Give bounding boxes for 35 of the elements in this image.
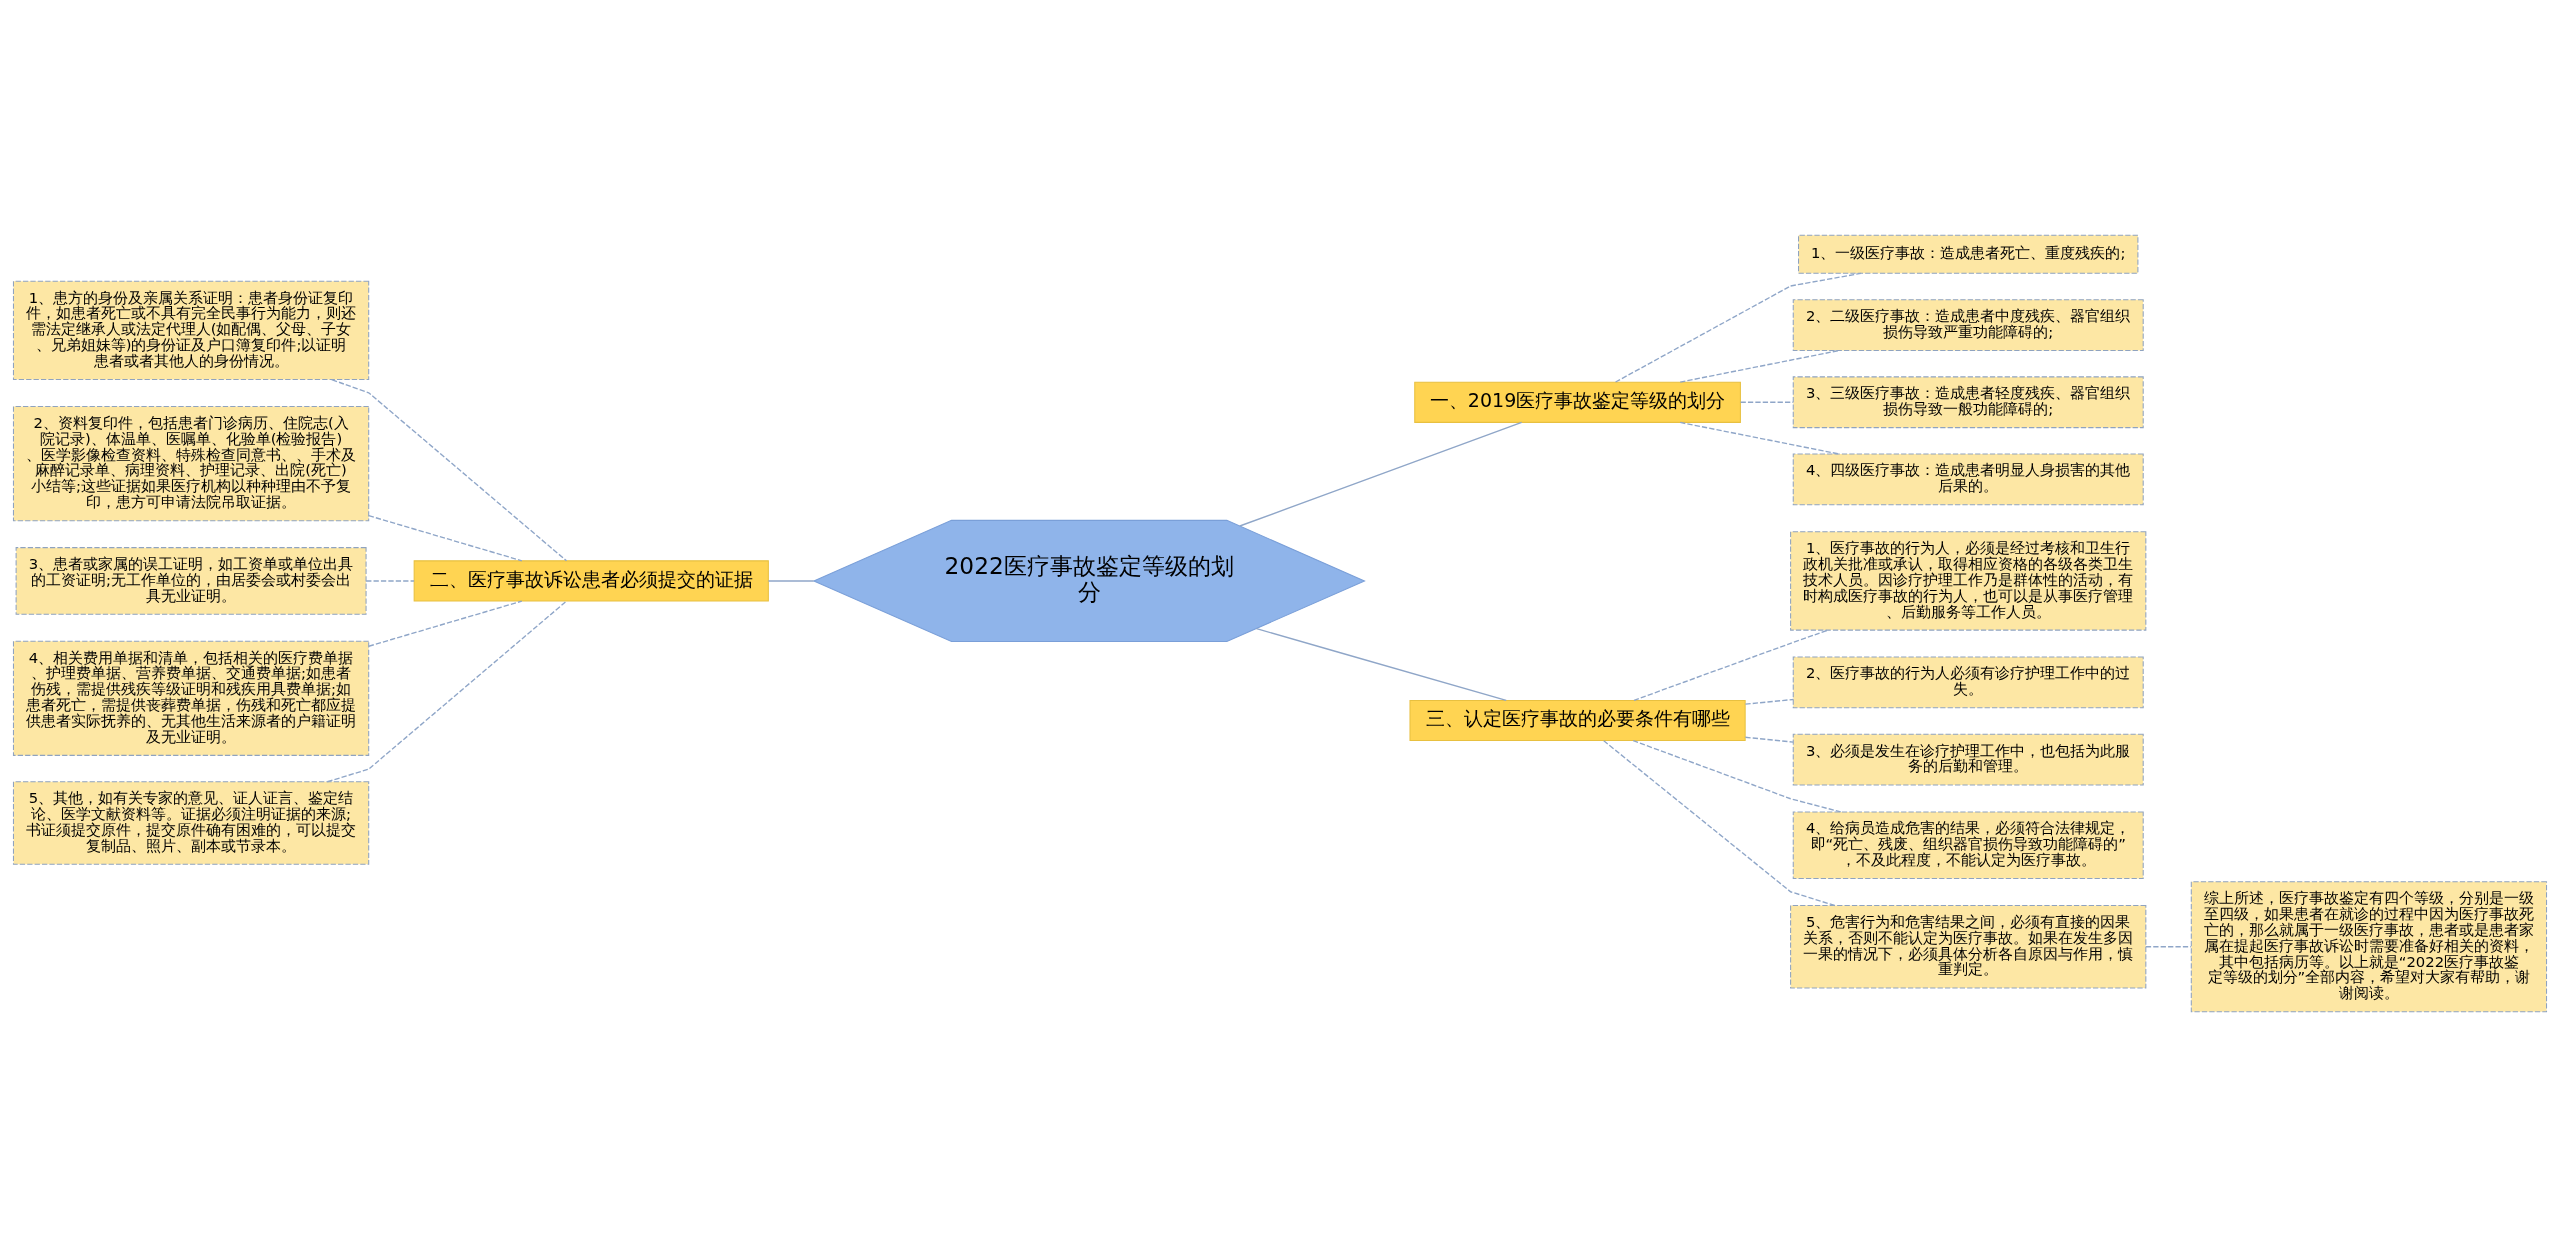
node-box: 3、患者或家属的误工证明，如工资单或单位出具的工资证明;无工作单位的，由居委会或村委会出具无业证明。	[15, 547, 367, 615]
connector	[1679, 421, 1841, 455]
node-box: 二、医疗事故诉讼患者必须提交的证据	[413, 560, 769, 602]
connector	[326, 600, 568, 783]
node-box: 4、给病员造成危害的结果，必须符合法律规定，即“死亡、残废、组织器官损伤导致功能障碍的”，不及此程度，不能认定为医疗事故。	[1792, 811, 2144, 880]
connector	[1239, 421, 1523, 527]
connector	[368, 600, 523, 647]
connector	[1739, 401, 1794, 403]
node-box: 2、医疗事故的行为人必须有诊疗护理工作中的过失。	[1792, 656, 2144, 709]
node-box: 5、危害行为和危害结果之间，必须有直接的因果关系，否则不能认定为医疗事故。如果在发生多因一果的情况下，必须具体分析各自原因与作用，慎重判定。	[1790, 905, 2147, 989]
connector	[1679, 349, 1841, 383]
connector	[1744, 736, 1794, 743]
node-box: 2、二级医疗事故：造成患者中度残疾、器官组织损伤导致严重功能障碍的;	[1792, 299, 2144, 351]
connector	[767, 580, 815, 582]
node-box: 综上所述，医疗事故鉴定有四个等级，分别是一级至四级，如果患者在就诊的过程中因为医疗事故死亡的，那么就属于一级医疗事故，患者或是患者家属在提起医疗事故诉讼时需要准备好相关的资料，其中包括病历等。以上就是“2022医疗事故鉴定等级的划分”全部内容，希望对大家有帮助，谢谢阅读。	[2190, 881, 2548, 1013]
node-box: 3、三级医疗事故：造成患者轻度残疾、器官组织损伤导致一般功能障碍的;	[1792, 376, 2144, 429]
connector	[1744, 698, 1794, 705]
node-box: 三、认定医疗事故的必要条件有哪些	[1409, 699, 1746, 742]
connector	[1633, 629, 1829, 701]
node-box: 5、其他，如有关专家的意见、证人证言、鉴定结论、医学文献资料等。证据必须注明证据的来源;书证须提交原件，提交原件确有困难的，可以提交复制品、照片、副本或节录本。	[12, 781, 370, 865]
node-box: 4、四级医疗事故：造成患者明显人身损害的其他后果的。	[1792, 453, 2144, 506]
connector	[2145, 946, 2192, 948]
connector	[331, 379, 568, 562]
node-box: 1、医疗事故的行为人，必须是经过考核和卫生行政机关批准或承认，取得相应资格的各级各类卫生技术人员。因诊疗护理工作乃是群体性的活动，有时构成医疗事故的行为人，也可以是从事医疗管理、后勤服务等工作人员。	[1790, 531, 2147, 631]
node-box: 1、患方的身份及亲属关系证明：患者身份证复印件，如患者死亡或不具有完全民事行为能力，则还需法定继承人或法定代理人(如配偶、父母、子女、兄弟姐妹等)的身份证及户口簿复印件;以证明患者或者其他人的身份情况。	[12, 280, 370, 381]
connector	[365, 580, 415, 582]
node-box: 2、资料复印件，包括患者门诊病历、住院志(入院记录)、体温单、医嘱单、化验单(检验报告)、医学影像检查资料、特殊检查同意书、、手术及麻醉记录单、病理资料、护理记录、出院(死亡)小结等;这些证据如果医疗机构以种种理由不予复印，患方可申请法院吊取证据。	[12, 405, 370, 522]
connector	[1255, 628, 1507, 701]
node-box: 4、相关费用单据和清单，包括相关的医疗费单据、护理费单据、营养费单据、交通费单据;如患者伤残，需提供残疾等级证明和残疾用具费单据;如患者死亡，需提供丧葬费单据，伤残和死亡都应提供患者实际抚养的、无其他生活来源者的户籍证明及无业证明。	[12, 640, 370, 756]
connector	[368, 514, 523, 562]
connector	[1603, 740, 1836, 907]
node-box: 3、必须是发生在诊疗护理工作中，也包括为此服务的后勤和管理。	[1792, 733, 2144, 786]
node-box: 一、2019医疗事故鉴定等级的划分	[1414, 381, 1741, 423]
node-box: 1、一级医疗事故：造成患者死亡、重度残疾的;	[1798, 234, 2139, 274]
connector	[1632, 739, 1842, 813]
